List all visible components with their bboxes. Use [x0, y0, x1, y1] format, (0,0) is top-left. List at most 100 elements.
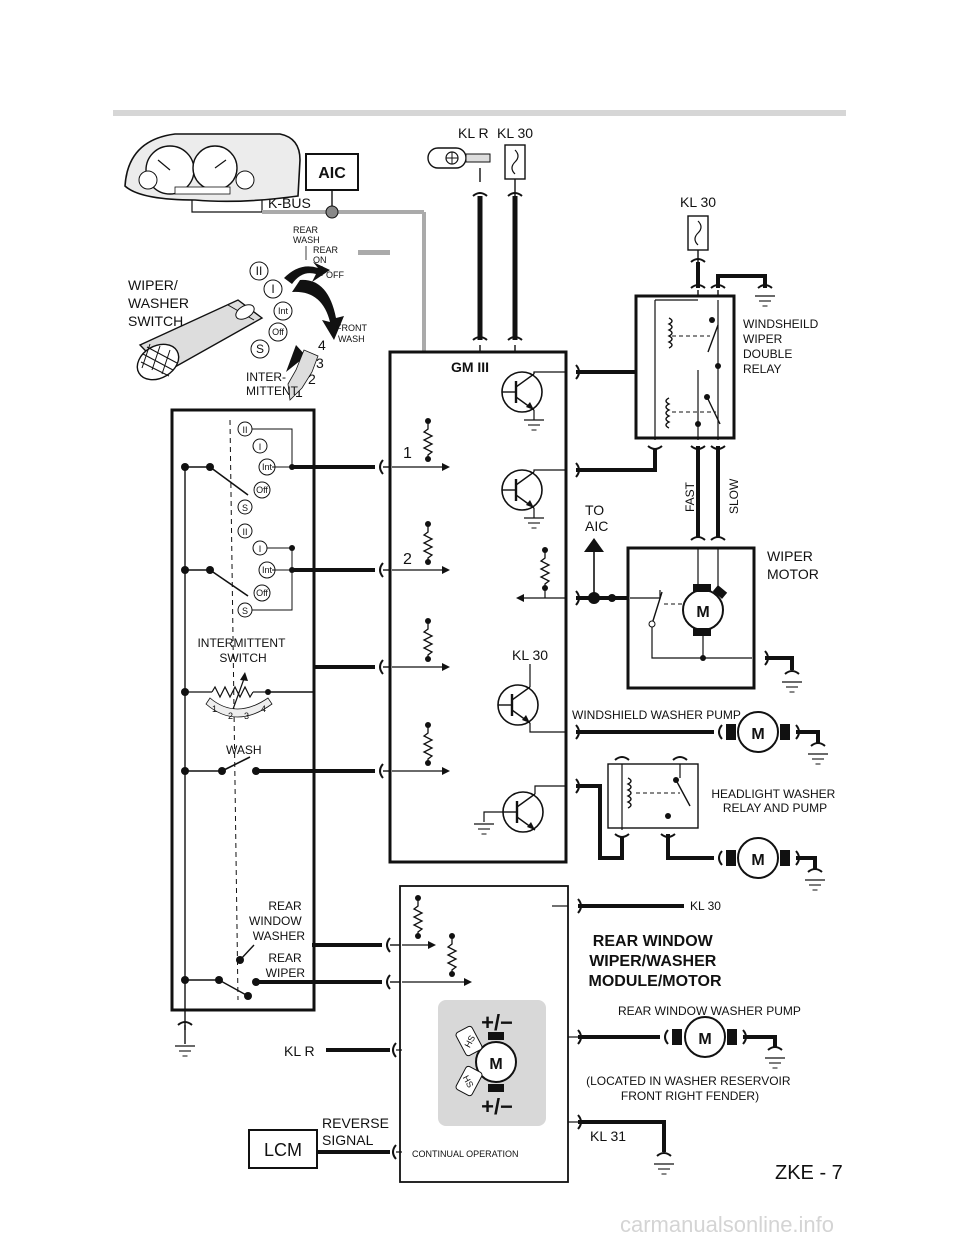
rear-wash-label: REAR WASH	[293, 225, 321, 245]
svg-text:4: 4	[261, 704, 266, 714]
wiper-motor-ground	[764, 650, 803, 693]
svg-text:S: S	[242, 503, 248, 513]
svg-text:Off: Off	[256, 588, 268, 598]
windshield-washer-pump: M	[575, 711, 829, 765]
stalk-arrow-intermittent	[286, 345, 306, 372]
relay-ground-wire	[710, 274, 776, 307]
reverse-signal-wire	[317, 1144, 402, 1160]
wiper-stalk-icon	[136, 299, 264, 381]
wiper-motor-label: WIPER MOTOR	[767, 548, 819, 582]
svg-text:2: 2	[228, 711, 233, 721]
svg-text:Int: Int	[262, 462, 273, 472]
rear-plus-minus-bottom: +/−	[481, 1094, 513, 1119]
svg-text:I: I	[259, 442, 262, 452]
rear-plus-minus-top: +/−	[481, 1010, 513, 1035]
gray-dash-marker	[358, 250, 390, 255]
headlight-relay-internals	[614, 756, 691, 830]
windshield-relay-label: WINDSHEILD WIPER DOUBLE RELAY	[743, 317, 822, 376]
fuse-kl30-top-icon	[504, 144, 526, 180]
switch-to-gm3-wires	[256, 459, 400, 990]
lcm-box: LCM	[248, 1129, 318, 1169]
svg-text:Int: Int	[278, 306, 289, 316]
relay-internals	[654, 299, 721, 440]
intermittent-potentiometer: 1 2 3 4	[181, 672, 273, 721]
rear-window-washer-pump-label: REAR WINDOW WASHER PUMP	[618, 1004, 801, 1018]
watermark: carmanualsonline.info	[620, 1212, 835, 1237]
stalk-arrow-front-wash	[292, 279, 344, 340]
kl-r-top-label: KL R	[458, 125, 489, 141]
interval-numbers: 1 2 3 4	[295, 337, 328, 400]
instrument-cluster-icon	[124, 133, 301, 213]
circuit-1-label: 1	[403, 445, 412, 462]
gm3-label: GM III	[451, 359, 489, 375]
off-label: OFF	[326, 270, 344, 280]
intermittent-switch-label: INTERMITTENT SWITCH	[197, 636, 288, 665]
to-aic-arrow	[575, 538, 630, 606]
front-wash-label: FRONT WASH	[336, 323, 369, 344]
reverse-signal-label: REVERSE SIGNAL	[322, 1115, 393, 1148]
rear-window-washer-label: REAR WINDOW WASHER	[249, 899, 305, 943]
headlight-washer-wiring: M	[575, 778, 826, 891]
rear-wiper-label: REAR WIPER	[266, 951, 306, 980]
wiper-motor-icon: M	[630, 548, 752, 661]
fast-label: FAST	[683, 481, 697, 512]
circuit-2-label: 2	[403, 551, 412, 568]
svg-text:I: I	[271, 282, 274, 296]
inter-mittent-label: INTER- MITTENT	[246, 370, 299, 398]
rear-wiper-motor-panel: +/− +/− M HS HS	[438, 1000, 546, 1126]
svg-text:S: S	[242, 606, 248, 616]
headlight-relay-box	[607, 763, 699, 829]
switch-module-ground	[174, 1021, 196, 1057]
stalk-position-dial: II I Int Off S	[249, 261, 293, 359]
windshield-washer-pump-label: WINDSHIELD WASHER PUMP	[572, 708, 741, 722]
kl-r-bottom-wire	[326, 1042, 402, 1058]
gm3-module-box	[388, 350, 568, 864]
to-aic-label: TO AIC	[585, 502, 608, 534]
fuse-kl30-relay-icon	[687, 215, 709, 296]
svg-text:3: 3	[244, 711, 249, 721]
page-top-rule	[113, 110, 846, 116]
switch-bank-2: II I Int Off S	[181, 523, 295, 618]
svg-text:S: S	[256, 342, 264, 356]
svg-text:Int: Int	[262, 565, 273, 575]
washer-pump-m: M	[751, 726, 764, 743]
headlight-pump-m: M	[751, 852, 764, 869]
stalk-arrow-up	[284, 262, 330, 284]
ignition-key-icon	[427, 147, 491, 169]
kl-30-relay-label: KL 30	[680, 194, 716, 210]
k-bus-line: K-BUS	[262, 195, 426, 352]
rear-module-resistors	[402, 894, 472, 986]
wiper-washer-switch-label: WIPER/ WASHER SWITCH	[128, 277, 193, 329]
kl-30-gm-label: KL 30	[512, 647, 548, 663]
wiper-motor-m: M	[696, 604, 709, 621]
lcm-label: LCM	[264, 1140, 302, 1160]
gm3-input-resistors	[392, 417, 450, 775]
svg-text:Off: Off	[272, 327, 284, 337]
svg-text:II: II	[242, 425, 247, 435]
svg-text:I: I	[259, 544, 262, 554]
kl-31-label: KL 31	[590, 1128, 626, 1144]
rear-module-label: REAR WINDOW WIPER/WASHER MODULE/MOTOR	[588, 933, 721, 990]
rear-pump-m: M	[698, 1031, 711, 1048]
continual-operation-label: CONTINUAL OPERATION	[412, 1149, 519, 1159]
kl-30-rear-wire	[552, 898, 684, 914]
slow-label: SLOW	[727, 478, 741, 514]
interval-scale	[287, 349, 319, 401]
switch-bank-1: II I Int Off S	[181, 421, 295, 515]
kl-r-bottom-label: KL R	[284, 1043, 315, 1059]
rear-on-label: REAR ON	[313, 245, 341, 265]
gm3-to-relay-wires	[575, 364, 726, 541]
page-number: ZKE - 7	[775, 1162, 843, 1184]
k-bus-label: K-BUS	[268, 195, 311, 211]
svg-text:II: II	[242, 527, 247, 537]
reservoir-note: (LOCATED IN WASHER RESERVOIR FRONT RIGHT…	[586, 1074, 794, 1103]
svg-text:II: II	[256, 264, 263, 278]
rear-motor-m: M	[489, 1056, 502, 1073]
svg-text:Off: Off	[256, 485, 268, 495]
aic-box: AIC	[305, 153, 359, 213]
rear-window-washer-pump: M	[568, 1016, 786, 1069]
kl-30-rear-label: KL 30	[690, 899, 721, 913]
svg-text:1: 1	[212, 704, 217, 714]
kl-31-ground-wire	[568, 1114, 675, 1175]
